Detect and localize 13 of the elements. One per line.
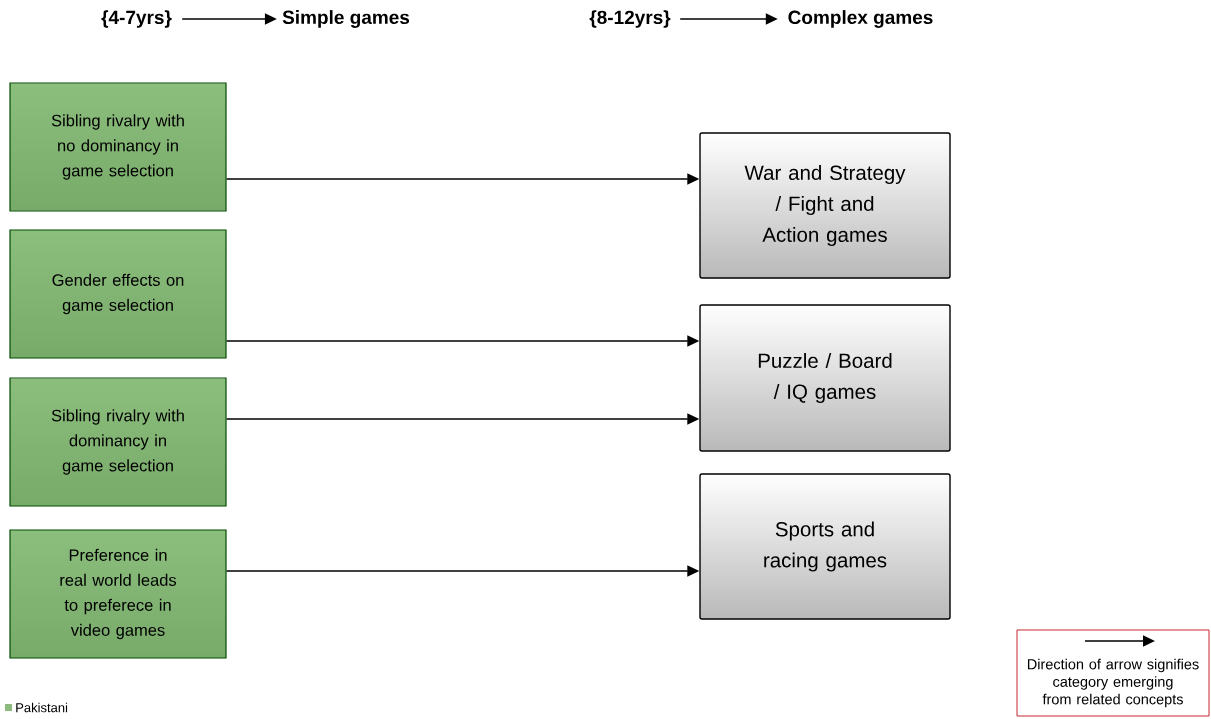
header-text: Simple games	[282, 10, 410, 28]
category-box: War and Strategy / Fight and Action games	[699, 132, 951, 279]
concept-box: Gender effects on game selection	[9, 229, 227, 359]
legend-text: Pakistani	[16, 702, 68, 713]
header-text: {8-12yrs}	[589, 10, 671, 28]
header-text: {4-7yrs}	[101, 10, 172, 28]
legend-box: Direction of arrow signifies category emerging from related concepts	[1016, 629, 1210, 717]
category-box: Sports and racing games	[699, 473, 951, 620]
header-text: Complex games	[788, 10, 933, 28]
concept-box: Preference in real world leads to preferece in video games	[9, 529, 227, 659]
category-box: Puzzle / Board / IQ games	[699, 304, 951, 452]
concept-box: Sibling rivalry with dominancy in game selection	[9, 377, 227, 507]
concept-box: Sibling rivalry with no dominancy in game selection	[9, 82, 227, 212]
